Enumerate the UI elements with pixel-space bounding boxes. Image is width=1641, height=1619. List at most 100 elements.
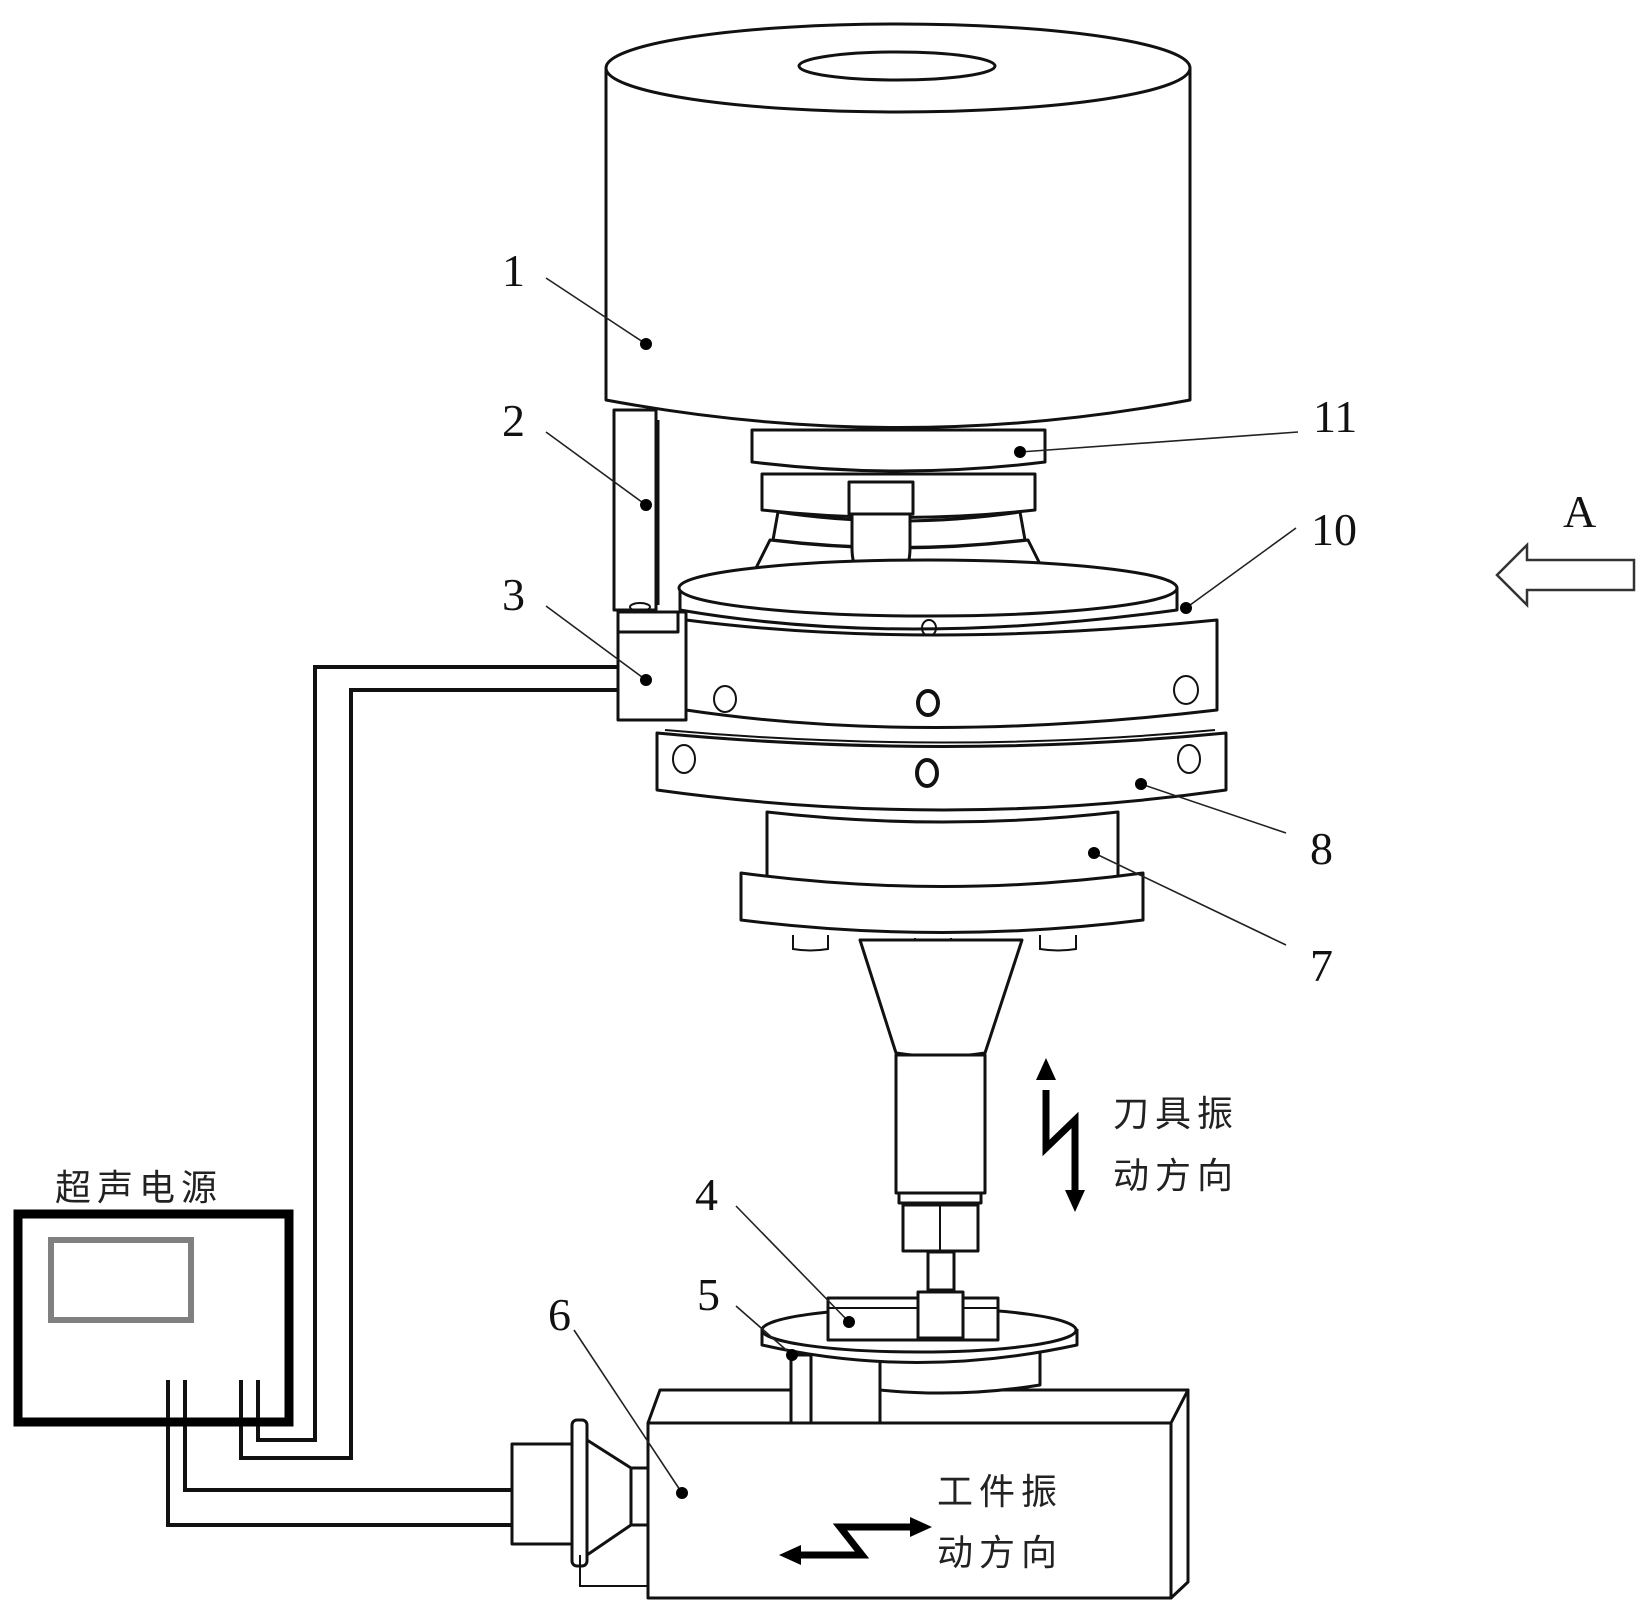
leader-line (545, 431, 647, 506)
tool-shaft (926, 1250, 956, 1292)
workpiece-vibration-arrow-icon (779, 1517, 932, 1565)
leader-line (735, 1205, 850, 1323)
fixture-tool-contact (916, 1290, 965, 1340)
ultrasonic-power-supply (13, 1209, 294, 1427)
part-7-transducer-housing (739, 810, 1145, 956)
worktable-top-right (878, 1388, 1190, 1425)
callout-number: 8 (1310, 823, 1333, 874)
callout-number: 5 (697, 1269, 720, 1320)
clamp-ring-gap (664, 729, 1216, 744)
tool-vibration-label-line1: 刀具振 (1113, 1094, 1239, 1135)
workpiece-vibration-label-line2: 动方向 (937, 1533, 1063, 1574)
wire-work-upper (183, 1410, 512, 1492)
rotary-ring-upper (684, 618, 1219, 729)
leader-dot (1180, 602, 1192, 614)
leader-line (573, 1329, 683, 1494)
part-4-workpiece-fixture (826, 1290, 1000, 1342)
transducer-sleeve (765, 810, 1120, 889)
callout-5: 5 (697, 1269, 798, 1361)
transducer-flange (739, 871, 1145, 934)
tool-vibration-arrow-icon (1036, 1058, 1085, 1212)
part-1-spindle-housing (604, 22, 1192, 429)
leader-dot (676, 1487, 688, 1499)
side-horn-cone (585, 1438, 633, 1557)
callout-number: 1 (502, 245, 525, 296)
callout-number: 4 (695, 1169, 718, 1220)
tool-arrow-head-up (1036, 1058, 1056, 1080)
callout-number: 3 (502, 569, 525, 620)
cable-to-tool-transducer (239, 665, 618, 1460)
work-arrow-head-left (779, 1545, 801, 1565)
clamp-ring-bolt-right (1177, 744, 1201, 774)
leader-dot (640, 674, 652, 686)
side-transducer-base (579, 1555, 648, 1587)
view-a-label: A (1563, 486, 1596, 537)
fixture-body (826, 1296, 1000, 1342)
flange-bolt-3 (1039, 935, 1077, 952)
power-supply-screen (48, 1237, 194, 1323)
tool-vibration-label-line2: 动方向 (1113, 1156, 1239, 1197)
side-transducer-body (510, 1442, 574, 1546)
callout-11: 11 (1014, 391, 1357, 458)
leader-dot (1088, 847, 1100, 859)
callout-7: 7 (1088, 847, 1333, 991)
leader-line (545, 277, 647, 345)
housing-top-bore (797, 50, 997, 82)
part-6-workpiece-vibrator (510, 1388, 1190, 1600)
callout-8: 8 (1135, 778, 1333, 874)
workpiece-vibration-label-line1: 工件振 (937, 1472, 1063, 1513)
callout-3: 3 (502, 569, 652, 686)
horn-shank (894, 1053, 987, 1195)
callout-number: 6 (548, 1289, 571, 1340)
horn-cone (858, 938, 1024, 1058)
clamp-ring-bolt-left (672, 744, 696, 774)
ultrasonic-horn (858, 938, 1024, 1292)
leader-line (1140, 783, 1287, 834)
part-8-clamp-ring (655, 729, 1228, 812)
leader-line (735, 1305, 793, 1356)
leader-line (1019, 431, 1299, 453)
wire-tool-outer (256, 665, 618, 1442)
leader-dot (1014, 446, 1026, 458)
callout-number: 2 (502, 395, 525, 446)
part-10-upper-disc (677, 558, 1179, 637)
callout-6: 6 (548, 1289, 688, 1499)
callout-1: 1 (502, 245, 652, 350)
upper-ring-bolt-right (1173, 675, 1199, 705)
tool-arrow-head-down (1065, 1190, 1085, 1212)
flange-bolt-1 (792, 935, 829, 952)
clamp-ring-bolt-center (915, 758, 939, 788)
upper-ring-body (684, 618, 1219, 729)
clamp-ring-body (655, 731, 1228, 812)
leader-line (545, 605, 647, 681)
part-3-connector-block (616, 602, 688, 722)
leader-dot (640, 499, 652, 511)
callout-number: 10 (1311, 504, 1357, 555)
wire-work-lower (166, 1410, 512, 1527)
tool-collar (897, 1191, 983, 1205)
callout-10: 10 (1180, 504, 1357, 614)
worktable-front (646, 1421, 1173, 1600)
bracket-post (612, 408, 658, 612)
leader-dot (786, 1349, 798, 1361)
side-transducer-flange (570, 1418, 589, 1568)
connector-block-cap (616, 610, 680, 634)
leader-line (1093, 852, 1287, 946)
nose-ring (750, 428, 1047, 473)
upper-disc-top (677, 558, 1179, 618)
housing-body (604, 66, 1192, 429)
power-supply-label: 超声电源 (55, 1168, 223, 1209)
worktable-top-left (646, 1388, 793, 1425)
hollow-left-arrow-icon (1495, 541, 1636, 609)
cable-to-workpiece-transducer (166, 1410, 512, 1527)
tool-arrow-zigzag (1042, 1090, 1079, 1195)
leader-line (1185, 527, 1297, 609)
upper-ring-bolt-left (713, 685, 737, 713)
drive-key (847, 480, 915, 516)
leader-dot (640, 338, 652, 350)
wire-tool-inner (239, 688, 618, 1460)
callout-4: 4 (695, 1169, 855, 1328)
leader-dot (1135, 778, 1147, 790)
